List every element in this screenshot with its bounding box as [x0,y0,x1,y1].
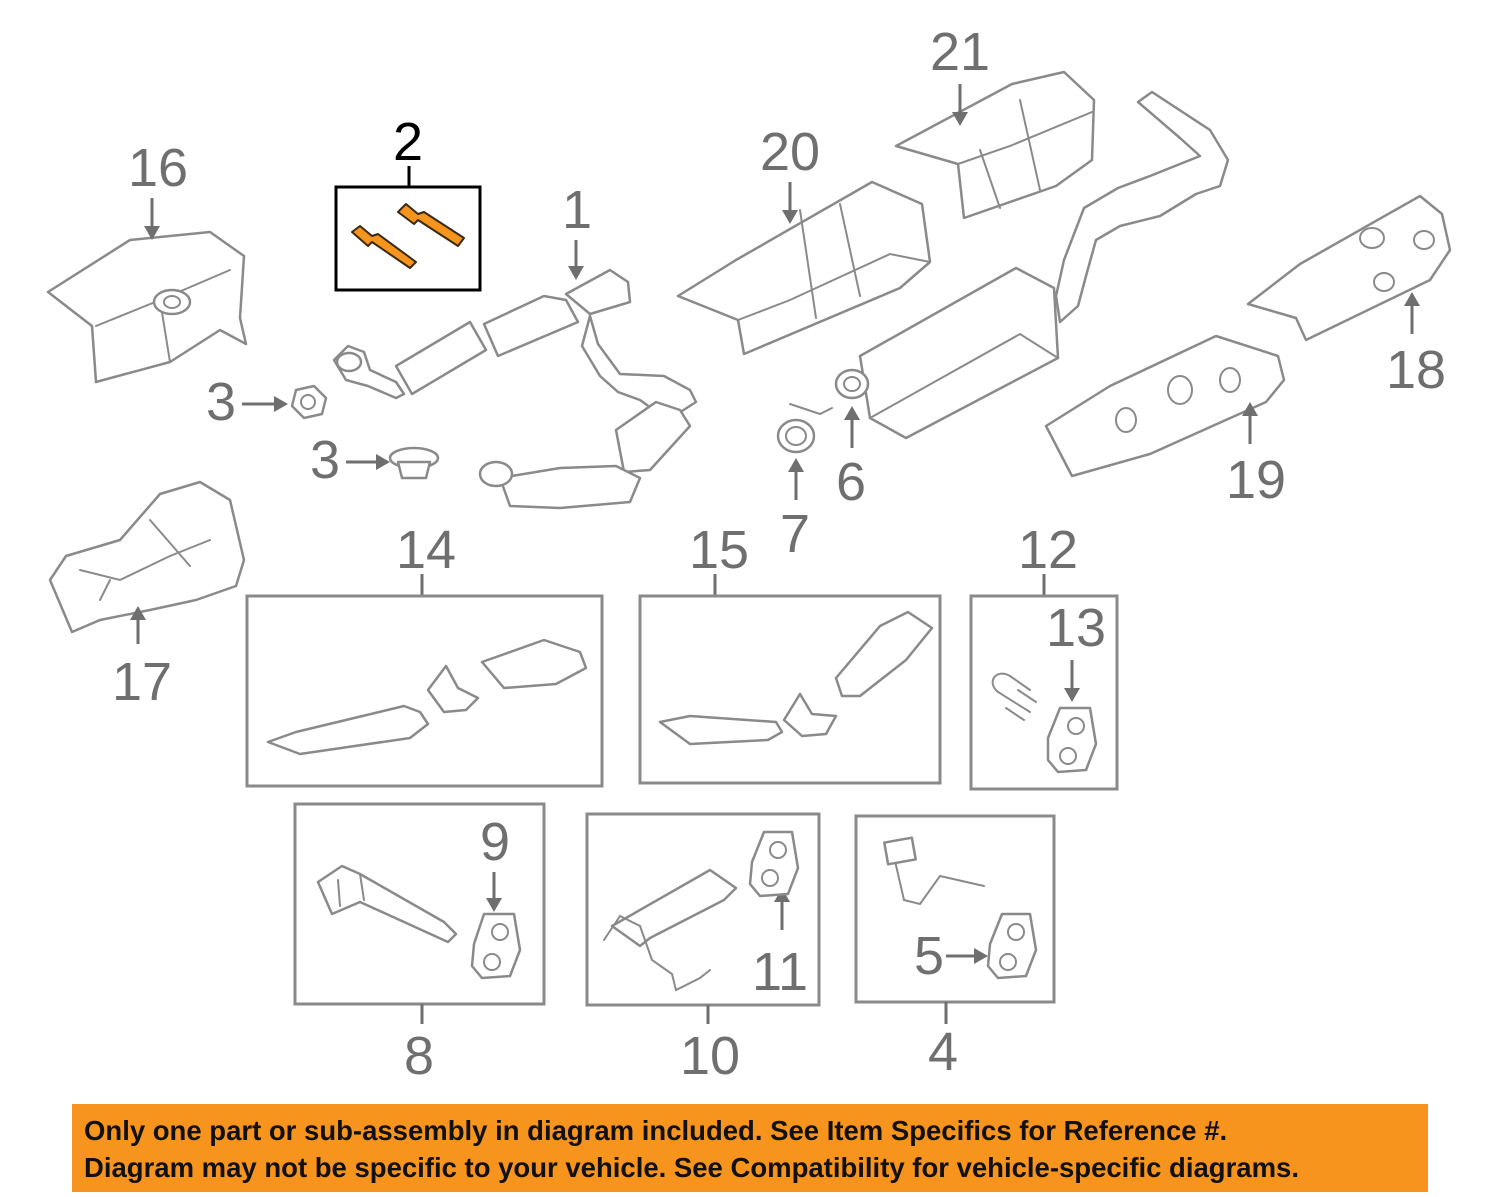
callout-21: 21 [930,22,990,82]
heat-shield-19 [1044,334,1286,478]
hanger-rod-4 [883,836,985,906]
muffler-tailpipe [834,90,1230,440]
isolator-5 [986,912,1038,980]
kit-box-12 [969,594,1119,791]
callout-1: 1 [562,180,592,240]
callout-18: 18 [1386,340,1446,400]
callout-19: 19 [1226,450,1286,510]
callout-5: 5 [914,926,944,986]
callout-16: 16 [128,138,188,198]
u-bolt-12 [991,672,1037,721]
heat-shield-17 [48,480,246,634]
callout-9: 9 [480,812,510,872]
heat-shield-21 [894,70,1096,220]
nut-3-lower [388,446,440,480]
isolator-9 [470,912,522,980]
nut-3-upper [290,384,328,420]
heat-shield-18 [1246,194,1452,342]
disclaimer-line-1: Only one part or sub-assembly in diagram… [84,1115,1228,1146]
callout-12: 12 [1018,520,1078,580]
disclaimer-banner: Only one part or sub-assembly in diagram… [72,1104,1428,1192]
bracket-10 [603,868,738,992]
callout-3-upper: 3 [206,372,236,432]
disclaimer-line-2: Diagram may not be specific to your vehi… [84,1152,1299,1183]
callout-6: 6 [836,452,866,512]
callout-11: 11 [752,942,808,1002]
callout-13: 13 [1046,598,1106,658]
callout-4: 4 [928,1022,958,1082]
isolator-11 [748,830,800,898]
callout-7: 7 [780,504,810,564]
callout-20: 20 [760,122,820,182]
callout-3-lower: 3 [310,430,340,490]
isolator-13 [1046,706,1098,774]
callout-14: 14 [396,520,456,580]
heat-shield-kit-14 [266,638,588,756]
converter-pipe-1 [332,268,698,510]
callout-10: 10 [680,1026,740,1086]
bracket-8 [316,864,458,944]
clamp-7 [776,403,833,454]
callout-2: 2 [393,112,423,172]
heat-shield-20 [676,180,932,356]
callout-8: 8 [404,1026,434,1086]
heat-shield-16 [46,230,248,384]
kit-box-14 [245,594,604,788]
callout-17: 17 [112,652,172,712]
heat-shield-kit-15 [658,610,934,746]
callout-15: 15 [689,520,749,580]
stud-bolt-2 [351,203,465,269]
